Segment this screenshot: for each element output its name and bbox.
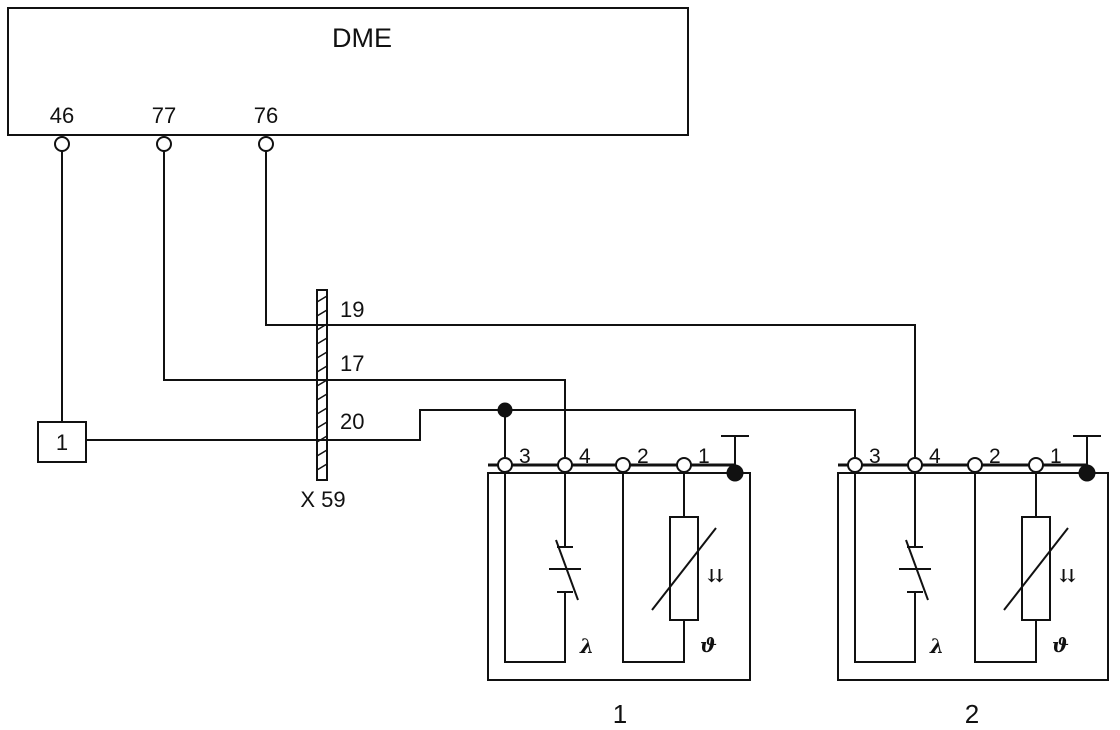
wire-77 bbox=[163, 151, 566, 457]
sensor-1-pin-3-terminal bbox=[497, 457, 513, 473]
sensor-1-lambda-loop bbox=[504, 472, 566, 663]
sensor-1-thermistor-icon bbox=[669, 516, 699, 621]
sensor-2-lambda-symbol: λ bbox=[929, 634, 944, 658]
dme-pin-76-terminal bbox=[258, 136, 274, 152]
sensor-2-switch-blade bbox=[905, 539, 929, 601]
sensor-2-pin-label-1: 1 bbox=[1050, 445, 1062, 468]
sensor-2-thermistor-icon bbox=[1021, 516, 1051, 621]
wires bbox=[61, 151, 916, 457]
sensor-1-heater-loop bbox=[622, 472, 685, 663]
sensor-1-arrows-symbol: ⇊ bbox=[708, 566, 724, 587]
connector-hatch bbox=[316, 295, 328, 471]
sensor-2-thermistor-arrow bbox=[1003, 527, 1069, 611]
sensor-1: 3 4 2 1 λ ⇊ ϑ 1 bbox=[487, 435, 751, 729]
sensor-1-switch-blade bbox=[555, 539, 579, 601]
sensor-2-theta-symbol: ϑ bbox=[1052, 633, 1069, 657]
sensor-2-ground-icon bbox=[1073, 435, 1101, 465]
dme-pin-46-terminal bbox=[54, 136, 70, 152]
sensor-2-ground-dot bbox=[1078, 464, 1096, 482]
connector-pin-label-20: 20 bbox=[340, 409, 364, 434]
wire-76 bbox=[265, 151, 916, 457]
dme-pin-label-76: 76 bbox=[254, 103, 278, 128]
sensor-2-pin-2-terminal bbox=[967, 457, 983, 473]
sensor-2-pin-4-terminal bbox=[907, 457, 923, 473]
connector-bar bbox=[316, 289, 328, 481]
sensor-1-pin-4-terminal bbox=[557, 457, 573, 473]
sensor-1-ground-dot bbox=[726, 464, 744, 482]
dme-unit: DME 46 77 76 bbox=[7, 7, 689, 152]
sensor-2-pin-label-3: 3 bbox=[869, 445, 881, 468]
connector-name: X 59 bbox=[300, 487, 345, 512]
sensor-1-lambda-symbol: λ bbox=[579, 634, 594, 658]
connector-pin-label-17: 17 bbox=[340, 351, 364, 376]
sensor-1-theta-symbol: ϑ bbox=[700, 633, 717, 657]
sensor-1-housing bbox=[487, 472, 751, 681]
sensor-2-lambda-loop bbox=[854, 472, 916, 663]
dme-title: DME bbox=[332, 23, 392, 53]
dme-pin-label-46: 46 bbox=[50, 103, 74, 128]
sensor-2-pin-3-terminal bbox=[847, 457, 863, 473]
sensor-2-heater-loop bbox=[974, 472, 1037, 663]
sensor-1-label: 1 bbox=[613, 699, 627, 729]
sensor-2-housing bbox=[837, 472, 1109, 681]
connector-pin-label-19: 19 bbox=[340, 297, 364, 322]
relay-box-outline bbox=[37, 421, 87, 463]
sensor-1-pin-label-1: 1 bbox=[698, 445, 710, 468]
sensor-1-pin-2-terminal bbox=[615, 457, 631, 473]
sensor-1-pin-label-2: 2 bbox=[637, 445, 649, 468]
dme-box bbox=[7, 7, 689, 136]
relay-box-label: 1 bbox=[56, 430, 68, 455]
relay-box: 1 bbox=[37, 421, 87, 463]
junction-dot bbox=[497, 402, 513, 418]
connector-x59: 19 17 20 X 59 bbox=[300, 289, 364, 512]
wire-20 bbox=[322, 409, 856, 457]
dme-pin-label-77: 77 bbox=[152, 103, 176, 128]
dme-pin-77-terminal bbox=[156, 136, 172, 152]
sensor-2-pin-label-4: 4 bbox=[929, 445, 941, 468]
sensor-2: 3 4 2 1 λ ⇊ ϑ 2 bbox=[837, 435, 1109, 729]
sensor-2-pin-1-terminal bbox=[1028, 457, 1044, 473]
sensor-1-pin-1-terminal bbox=[676, 457, 692, 473]
sensor-1-thermistor-arrow bbox=[651, 527, 717, 611]
sensor-1-ground-icon bbox=[721, 435, 749, 465]
sensor-2-label: 2 bbox=[965, 699, 979, 729]
sensor-2-pin-label-2: 2 bbox=[989, 445, 1001, 468]
sensor-2-arrows-symbol: ⇊ bbox=[1060, 566, 1076, 587]
sensor-1-pin-label-4: 4 bbox=[579, 445, 591, 468]
sensor-1-pin-label-3: 3 bbox=[519, 445, 531, 468]
